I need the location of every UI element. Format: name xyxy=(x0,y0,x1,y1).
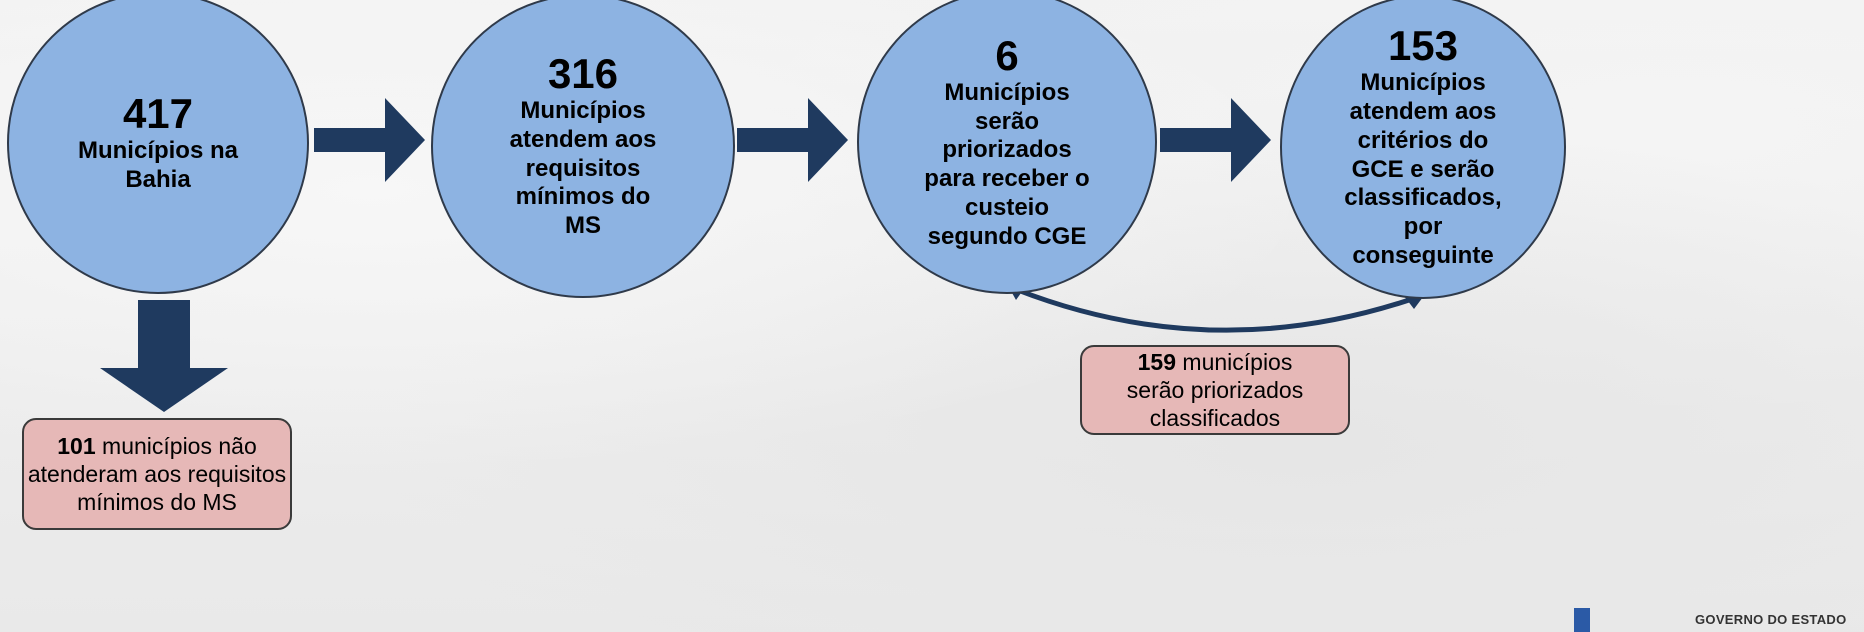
note-prioritized-label: municípios serão priorizados classificad… xyxy=(1126,348,1304,432)
node-6: 6 Municípios serão priorizados para rece… xyxy=(857,0,1157,294)
node-text: Municípios na Bahia xyxy=(77,137,238,194)
node-text: Municípios serão priorizados para recebe… xyxy=(924,78,1090,250)
arrow-right-2 xyxy=(737,98,848,182)
government-logo-text: GOVERNO DO ESTADO xyxy=(1695,612,1847,627)
note-prioritized-number: 159 xyxy=(1137,348,1177,375)
arrow-down xyxy=(100,300,228,412)
note-excluded-number: 101 xyxy=(57,432,96,459)
government-logo-icon xyxy=(1574,608,1590,632)
note-excluded: 101 municípios não atenderam aos requisi… xyxy=(22,418,292,530)
arrow-right-3 xyxy=(1160,98,1271,182)
note-prioritized: 159 municípios serão priorizados classif… xyxy=(1080,345,1350,435)
node-text: Municípios atendem aos requisitos mínimo… xyxy=(509,97,657,240)
curved-double-arrow xyxy=(1009,284,1419,333)
node-316: 316 Municípios atendem aos requisitos mí… xyxy=(431,0,735,298)
node-text: Municípios atendem aos critérios do GCE … xyxy=(1344,69,1502,270)
arrow-right-1 xyxy=(314,98,425,182)
node-417: 417 Municípios na Bahia xyxy=(7,0,309,294)
node-number: 153 xyxy=(1387,22,1459,70)
node-number: 316 xyxy=(547,49,619,97)
node-number: 417 xyxy=(122,90,194,138)
node-number: 6 xyxy=(995,31,1019,79)
note-excluded-label: municípios não atenderam aos requisitos … xyxy=(27,432,287,516)
node-153: 153 Municípios atendem aos critérios do … xyxy=(1280,0,1566,299)
note-prioritized-text: 159 municípios serão priorizados classif… xyxy=(1082,348,1348,432)
note-excluded-text: 101 municípios não atenderam aos requisi… xyxy=(24,432,290,516)
